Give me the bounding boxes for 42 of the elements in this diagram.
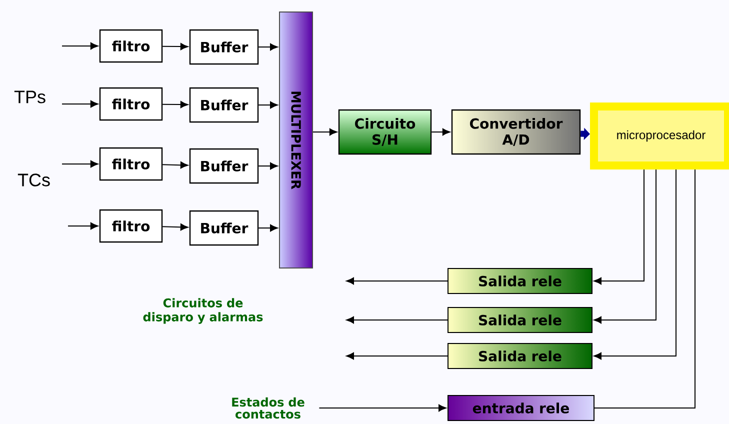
arrow [162,162,188,169]
arrow [312,128,338,136]
arrow [594,169,644,285]
arrow [594,169,676,360]
microprocessor-box: microprocesador [590,102,729,170]
filter-box: filtro [99,209,163,243]
signal-label: TCs [18,174,50,186]
arrow [346,352,448,360]
arrow [162,43,188,50]
arrow [258,224,278,232]
input-label: Estados de contactos [232,397,304,419]
arrow [68,222,98,230]
circuit-box: Circuito S/H [338,109,432,155]
relay-output-box: Salida rele [448,343,592,369]
arrow [62,160,98,168]
converter-box: Convertidor A/D [451,109,581,155]
arrow [594,169,656,324]
buffer-box: Buffer [189,29,259,65]
buffer-box: Buffer [189,210,259,246]
buffer-box: Buffer [189,87,259,123]
arrow [431,128,450,136]
arrow [162,101,188,108]
filter-box: filtro [99,29,163,63]
connector-line [594,169,696,408]
arrow [346,316,448,324]
filter-box: filtro [99,87,163,121]
arrow [62,100,98,108]
signal-label: TPs [14,90,46,104]
filter-box: filtro [99,147,163,181]
relay-output-box: Salida rele [448,268,592,294]
output-label: Circuitos de disparo y alarmas [143,298,263,324]
arrow [162,224,188,231]
arrow [258,101,278,109]
buffer-box: Buffer [189,148,259,184]
arrow [62,42,98,50]
arrow [318,404,446,412]
relay-input-box: entrada rele [448,395,594,421]
arrow [258,162,278,170]
arrow [258,43,278,51]
relay-output-box: Salida rele [448,307,592,333]
multiplexer-bar: MULTIPLEXER [279,12,313,268]
arrow [346,277,448,285]
